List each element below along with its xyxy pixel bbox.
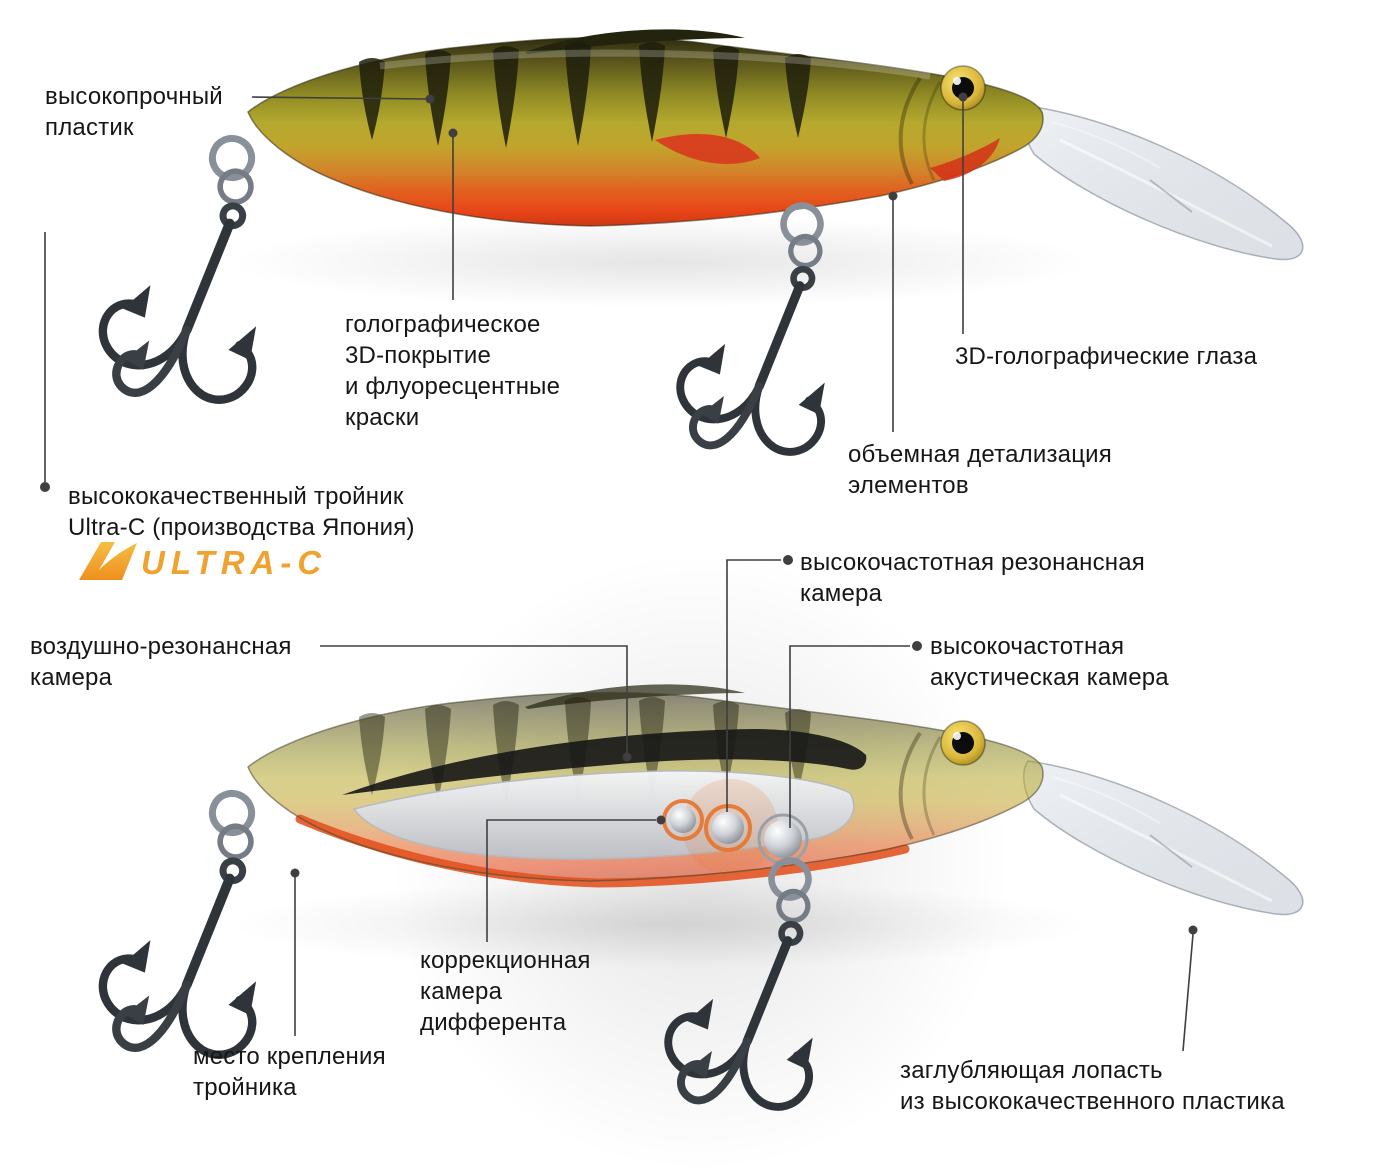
top-lure-illustration: [84, 29, 1305, 482]
logo-text: ULTRA-C: [141, 544, 327, 581]
dorsal-fin: [525, 29, 745, 54]
callout-dot-lip: [1188, 925, 1198, 935]
top-lure-shadow: [230, 216, 1090, 308]
callout-dot-resonance: [783, 555, 793, 565]
callout-label-holographic: голографическое 3D-покрытие и флуоресцен…: [345, 311, 561, 431]
callout-line-correction: [486, 819, 656, 942]
callout-dot-hook-quality: [40, 482, 50, 492]
callout-label-correction: коррекционная камера дифферента: [420, 947, 591, 1036]
callout-lines: [40, 92, 1198, 1052]
callout-dot-detail: [888, 191, 898, 201]
callout-line-acoustic: [789, 645, 910, 828]
callout-dot-plastic: [425, 94, 435, 104]
callout-line-resonance: [726, 559, 781, 812]
callout-line-plastic: [251, 96, 427, 100]
callout-dot-mount: [290, 868, 300, 878]
callout-label-acoustic: высокочастотная акустическая камера: [930, 633, 1169, 691]
callout-label-mount: место крепления тройника: [193, 1043, 386, 1101]
callout-dot-acoustic: [912, 641, 922, 651]
callout-dot-eyes: [958, 92, 968, 102]
callout-label-resonance: высокочастотная резонансная камера: [800, 549, 1145, 607]
bottom-lure-shadow: [230, 881, 1090, 969]
callout-line-air: [320, 645, 628, 753]
callout-dot-holographic: [448, 128, 458, 138]
bottom-lure-illustration: [84, 684, 1305, 1137]
callout-dot-correction: [656, 815, 666, 825]
internal-chambers: [342, 729, 867, 875]
callout-label-detail: объемная детализация элементов: [848, 441, 1112, 499]
ultra-c-logo-art: ULTRA-C: [79, 542, 327, 581]
callout-dot-air: [622, 752, 632, 762]
air-resonance-chamber: [342, 729, 867, 795]
ultra-c-logo: ULTRA-C: [75, 536, 375, 588]
callout-line-lip: [1182, 933, 1194, 1052]
callout-label-air: воздушно-резонансная камера: [30, 633, 292, 691]
belly-edge: [295, 814, 910, 888]
callout-label-lip: заглубляющая лопасть из высококачественн…: [900, 1057, 1285, 1115]
callout-label-eyes: 3D-голографические глаза: [955, 343, 1258, 370]
logo-swoosh-icon: [79, 542, 137, 580]
callout-label-hook-quality: высококачественный тройник Ultra-C (прои…: [68, 483, 415, 541]
callout-label-plastic: высокопрочный пластик: [45, 83, 223, 141]
